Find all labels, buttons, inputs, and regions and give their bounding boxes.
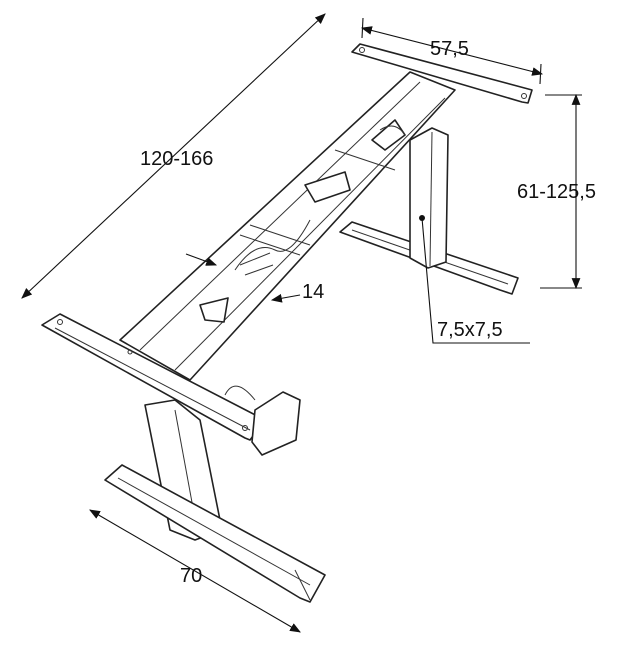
depth-top-label: 57,5 (430, 38, 469, 60)
column-profile-label: 7,5x7,5 (437, 319, 503, 341)
control-bracket (224, 385, 301, 456)
main-beam (119, 71, 456, 381)
height-range-label: 61-125,5 (517, 181, 596, 203)
dim-foot: 70 (89, 509, 301, 633)
dim-column-profile: 7,5x7,5 (421, 217, 530, 344)
dim-beam: 14 (185, 253, 324, 303)
foot-length-label: 70 (180, 565, 202, 587)
left-foot (104, 464, 326, 603)
dim-depth-top: 57,5 (360, 17, 544, 85)
width-range-label: 120-166 (140, 148, 213, 170)
right-column (409, 127, 449, 269)
dim-width: 120-166 (21, 13, 326, 299)
dim-height: 61-125,5 (517, 93, 596, 290)
beam-size-label: 14 (302, 281, 324, 303)
